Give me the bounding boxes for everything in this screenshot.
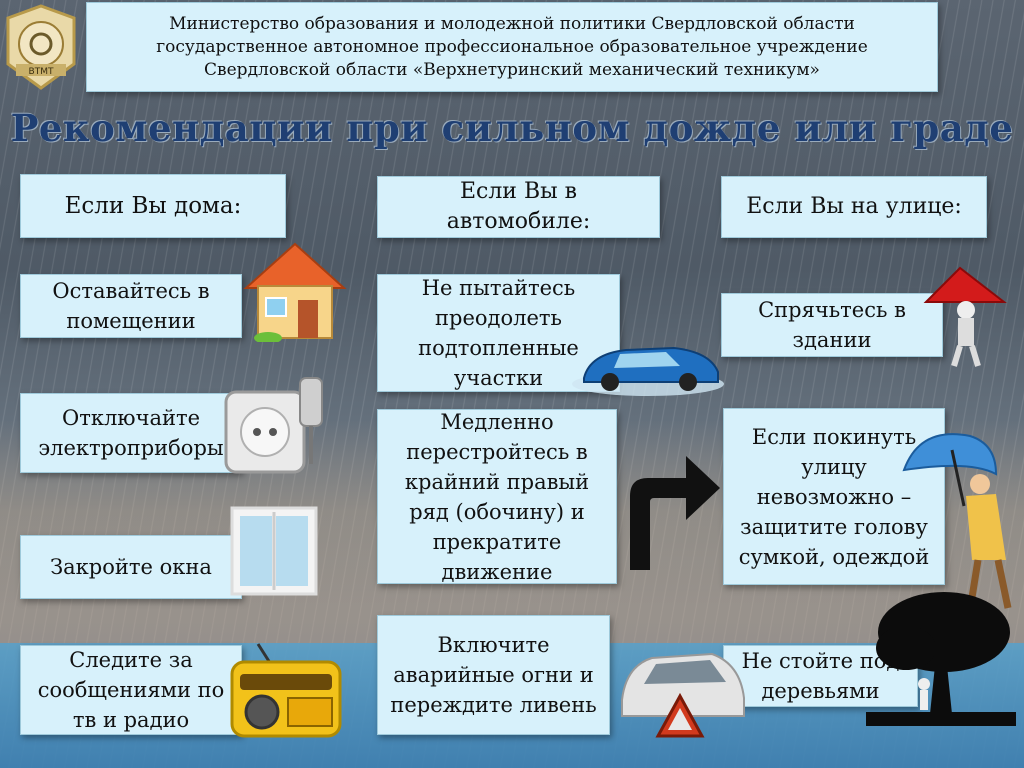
car-item-pull-over: Медленно перестройтесь в крайний правый … (377, 409, 617, 584)
street-item-hide-in-building: Спрячьтесь в здании (721, 293, 943, 357)
street-item-protect-head: Если покинуть улицу невозможно – защитит… (723, 408, 945, 585)
tree-icon (866, 592, 1016, 726)
institution-text: Министерство образования и молодежной по… (156, 14, 868, 80)
college-logo: ВТМТ (6, 4, 76, 90)
umbrella-person-icon (902, 433, 1012, 611)
home-item-stay-inside: Оставайтесь в помещении (20, 274, 242, 338)
hazard-car-icon (621, 652, 745, 738)
institution-header: Министерство образования и молодежной по… (86, 2, 938, 92)
page-title: Рекомендации при сильном дожде или граде (10, 106, 1014, 150)
home-item-unplug: Отключайте электроприборы (20, 393, 242, 473)
socket-icon (224, 377, 323, 474)
window-icon (230, 506, 318, 596)
roof-person-icon (923, 266, 1007, 367)
heading-street: Если Вы на улице: (721, 176, 987, 238)
home-item-follow-news: Следите за сообщениями по тв и радио (20, 645, 242, 735)
svg-text:ВТМТ: ВТМТ (29, 67, 54, 77)
home-item-close-windows: Закройте окна (20, 535, 242, 599)
heading-home: Если Вы дома: (20, 174, 286, 238)
heading-car: Если Вы в автомобиле: (377, 176, 660, 238)
house-icon (243, 242, 347, 342)
radio-icon (230, 643, 342, 738)
turn-arrow-icon (630, 456, 720, 570)
car-item-hazard-lights: Включите аварийные огни и переждите ливе… (377, 615, 610, 735)
car-icon (572, 346, 724, 396)
car-item-avoid-flooded: Не пытайтесь преодолеть подтопленные уча… (377, 274, 620, 392)
